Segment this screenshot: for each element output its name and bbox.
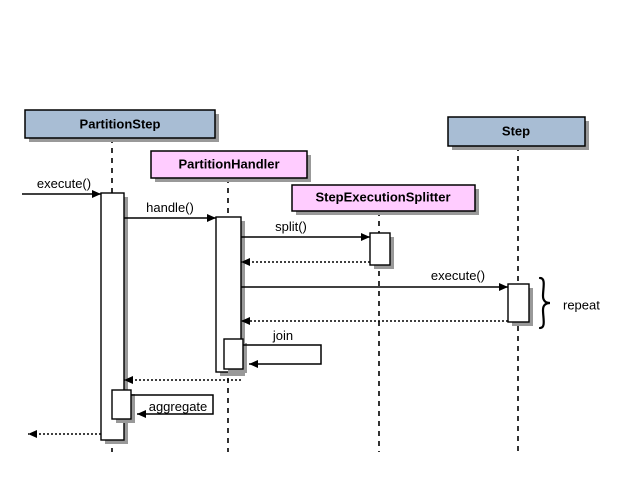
- participant-label-step-execution-splitter: StepExecutionSplitter: [315, 189, 450, 204]
- participant-rect-step: [447, 116, 586, 147]
- self-message-arrow-join: [243, 344, 322, 368]
- participant-rect-step-execution-splitter: [291, 184, 476, 212]
- participant-label-step: Step: [502, 123, 530, 138]
- message-label-handle: handle(): [146, 200, 194, 215]
- curly-brace-icon: [538, 276, 551, 330]
- repeat-annotation-group: [538, 276, 551, 330]
- activation-bar-aggregate-nested: [111, 389, 132, 420]
- participant-rect-partition-handler: [150, 150, 308, 179]
- self-message-aggregate-group: [111, 389, 214, 423]
- participant-label-partition-step: PartitionStep: [80, 116, 161, 131]
- activation-bar-join-nested: [223, 338, 244, 370]
- message-label-join: join: [272, 328, 293, 343]
- message-labels-group: execute() handle() split() execute() joi…: [37, 176, 600, 414]
- activation-bar-partition-step: [100, 192, 125, 441]
- message-label-execute-step: execute(): [431, 268, 485, 283]
- activation-bar-step-execution-splitter: [369, 232, 391, 266]
- message-label-execute-entry: execute(): [37, 176, 91, 191]
- participant-box-step-execution-splitter[interactable]: StepExecutionSplitter: [291, 184, 479, 215]
- participant-box-partition-step[interactable]: PartitionStep: [24, 109, 219, 142]
- activation-bar-step: [507, 283, 530, 323]
- participant-label-partition-handler: PartitionHandler: [178, 156, 279, 171]
- participant-rect-partition-step: [24, 109, 216, 139]
- message-label-split: split(): [275, 219, 307, 234]
- message-label-aggregate: aggregate: [149, 399, 208, 414]
- self-message-arrow-aggregate: [131, 394, 214, 418]
- participant-box-step[interactable]: Step: [447, 116, 589, 150]
- participant-box-partition-handler[interactable]: PartitionHandler: [150, 150, 311, 182]
- annotation-label-repeat: repeat: [563, 297, 600, 312]
- messages-group: [22, 190, 508, 438]
- participants-group: PartitionStep PartitionHandler StepExecu…: [24, 109, 589, 215]
- self-message-join-group: [223, 338, 322, 373]
